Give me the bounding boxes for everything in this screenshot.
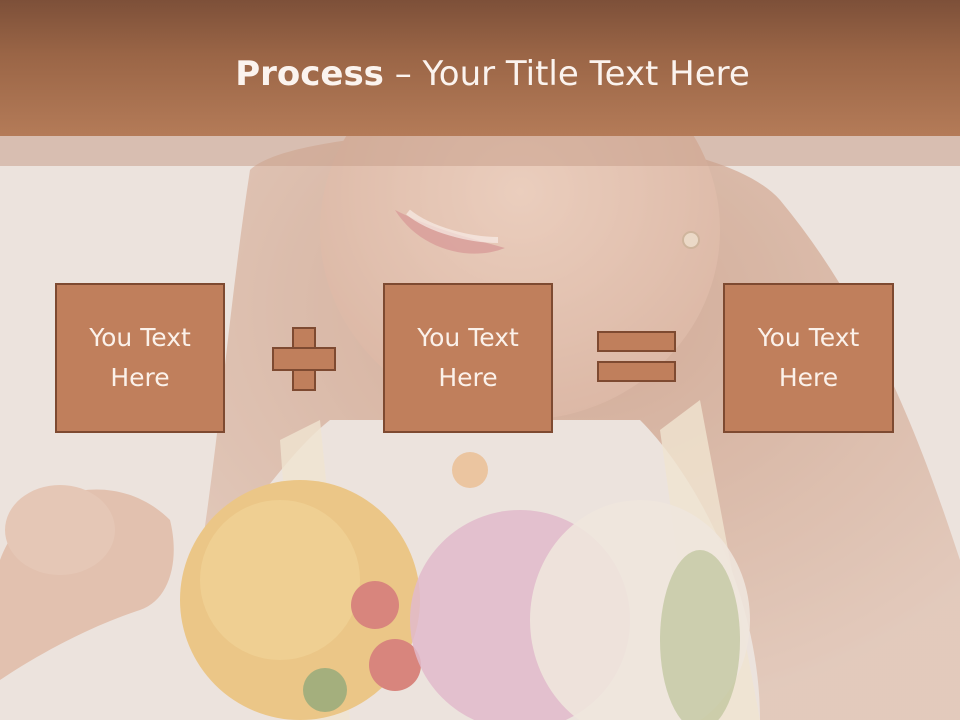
process-box-3[interactable]: You Text Here bbox=[723, 283, 894, 433]
title-rest: – Your Title Text Here bbox=[383, 54, 750, 94]
process-box-1-text: You Text Here bbox=[89, 323, 191, 392]
plus-icon bbox=[272, 327, 336, 391]
process-box-2[interactable]: You Text Here bbox=[383, 283, 553, 433]
equals-icon-bottom-bar bbox=[597, 361, 676, 382]
equals-icon bbox=[597, 331, 676, 352]
title-band bbox=[0, 0, 960, 136]
title-strip bbox=[0, 136, 960, 166]
process-box-3-text: You Text Here bbox=[757, 323, 860, 392]
process-box-2-text: You Text Here bbox=[417, 323, 519, 392]
slide-title: Process – Your Title Text Here bbox=[0, 52, 960, 96]
process-box-1[interactable]: You Text Here bbox=[55, 283, 225, 433]
title-bold: Process bbox=[235, 54, 384, 94]
